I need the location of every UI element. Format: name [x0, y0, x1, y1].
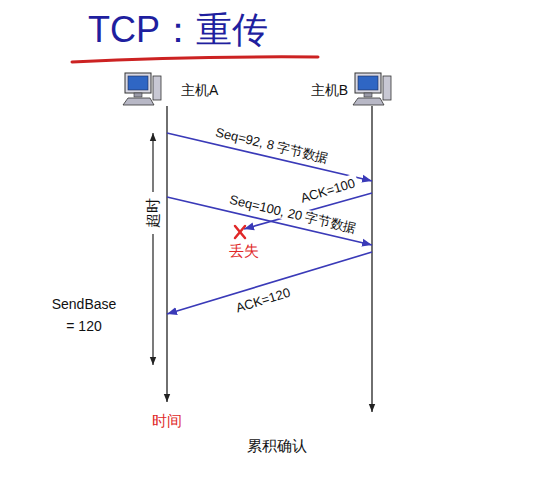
host-label: 主机A [181, 82, 218, 100]
computer-icon [122, 72, 162, 106]
ack-label: ACK=100 [296, 174, 361, 209]
edge-label: Seq=92, 8 字节数据 [211, 124, 332, 166]
sendbase-note: SendBase = 120 [50, 293, 118, 337]
loss-note: 丢失 [229, 242, 259, 260]
time-axis-label: 时间 [152, 412, 182, 430]
loss-cross [235, 226, 245, 238]
host-column: 主机A [118, 68, 167, 413]
timeout-bracket-top [152, 133, 153, 192]
timeout-label: 超时 [144, 198, 162, 228]
host-column: 主机B [372, 68, 412, 413]
caption-note: 累积确认 [247, 437, 307, 455]
title-underline [72, 57, 318, 62]
timeline-a [166, 106, 167, 402]
computer-icon [352, 72, 392, 106]
timeline-b [371, 106, 372, 412]
edge-label: ACK=120 [231, 283, 295, 315]
host-label: 主机B [311, 82, 348, 100]
timeout-bracket-bottom [152, 234, 153, 365]
slide-title: TCP：重传 [88, 8, 268, 52]
edge-label: Seq=100, 20 字节数据 [225, 191, 361, 237]
